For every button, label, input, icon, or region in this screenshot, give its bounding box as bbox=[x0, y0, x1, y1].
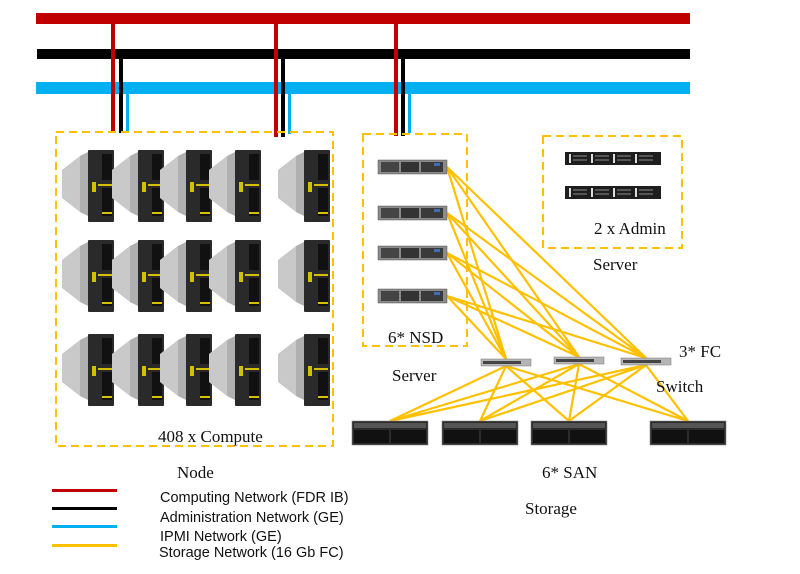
rack-server-icon bbox=[377, 205, 448, 221]
legend-swatch-ipmi bbox=[52, 525, 117, 528]
storage-link-nsd-switch bbox=[446, 212, 580, 358]
blade-server-icon bbox=[112, 334, 164, 406]
network-buses bbox=[36, 13, 690, 94]
admin-ipmi-drop bbox=[408, 94, 411, 133]
ipmi-bus bbox=[36, 82, 690, 94]
storage-link-nsd-switch bbox=[446, 252, 580, 358]
fc-switch-icon bbox=[480, 358, 532, 367]
rack-server-icon bbox=[377, 245, 448, 261]
blade-server-icon bbox=[278, 334, 330, 406]
storage-array-icon bbox=[351, 420, 429, 446]
admin-admin-drop bbox=[401, 59, 405, 136]
blade-server-icon bbox=[62, 334, 114, 406]
storage-link-switch-san bbox=[505, 364, 689, 423]
storage-link-nsd-switch bbox=[446, 252, 647, 359]
storage-link-nsd-switch bbox=[446, 295, 580, 358]
legend-label-ipmi: IPMI Network (GE) bbox=[160, 529, 282, 545]
rack-server-1u-icon bbox=[565, 152, 661, 165]
compute-group-border bbox=[55, 131, 334, 447]
compute-admin-drop bbox=[119, 59, 123, 133]
rack-server-1u-icon bbox=[565, 186, 661, 199]
blade-server-icon bbox=[209, 334, 261, 406]
storage-link-nsd-switch bbox=[446, 166, 647, 359]
blade-server-icon bbox=[278, 240, 330, 312]
san-group-sublabel: Storage bbox=[525, 499, 577, 518]
fc-switch-label: 3* FC bbox=[679, 342, 721, 361]
san-group-label: 6* SAN bbox=[542, 463, 597, 482]
storage-link-switch-san bbox=[479, 363, 580, 422]
legend-swatch-computing bbox=[52, 489, 117, 492]
storage-link-switch-san bbox=[578, 363, 689, 422]
legend-label-computing: Computing Network (FDR IB) bbox=[160, 490, 349, 506]
blade-server-icon bbox=[278, 150, 330, 222]
storage-link-switch-san bbox=[389, 363, 647, 423]
storage-link-nsd-switch bbox=[446, 294, 647, 360]
storage-link-switch-san bbox=[479, 365, 507, 422]
legend-label-storage: Storage Network (16 Gb FC) bbox=[159, 545, 344, 561]
blade-server-icon bbox=[209, 150, 261, 222]
blade-server-icon bbox=[160, 240, 212, 312]
blade-server-icon bbox=[62, 240, 114, 312]
blade-server-icon bbox=[62, 150, 114, 222]
storage-link-nsd-switch bbox=[445, 212, 508, 360]
storage-link-nsd-switch bbox=[446, 295, 507, 360]
san-arrays bbox=[351, 420, 727, 446]
admin-group-border bbox=[542, 135, 683, 249]
storage-link-switch-san bbox=[645, 364, 689, 422]
fc-switch-icon bbox=[553, 356, 605, 365]
blade-server-icon bbox=[209, 240, 261, 312]
fc-switch-sublabel: Switch bbox=[656, 377, 704, 396]
nsd-group-label: 6* NSD bbox=[388, 328, 443, 347]
storage-link-switch-san bbox=[479, 363, 647, 423]
legend-swatch-storage bbox=[52, 544, 117, 547]
compute-ipmi-drop bbox=[126, 94, 129, 133]
admin-servers bbox=[565, 152, 661, 199]
bus-drops bbox=[111, 24, 411, 137]
blade-server-icon bbox=[160, 150, 212, 222]
compute-computing-drop bbox=[111, 24, 115, 133]
legend-swatch-administration bbox=[52, 507, 117, 510]
admin-group-sublabel: Server bbox=[593, 255, 638, 274]
storage-links bbox=[389, 166, 689, 423]
storage-link-switch-san bbox=[389, 362, 580, 423]
nsd-ipmi-drop bbox=[288, 94, 291, 134]
storage-link-nsd-switch bbox=[446, 212, 647, 359]
legend-label-administration: Administration Network (GE) bbox=[160, 510, 344, 526]
storage-link-nsd-switch bbox=[445, 166, 508, 360]
storage-link-switch-san bbox=[389, 365, 507, 422]
nsd-admin-drop bbox=[281, 59, 285, 137]
nsd-group-sublabel: Server bbox=[392, 366, 437, 385]
storage-link-switch-san bbox=[505, 365, 570, 422]
compute-group-label: 408 x Compute bbox=[158, 427, 263, 446]
storage-array-icon bbox=[649, 420, 727, 446]
blade-server-icon bbox=[160, 334, 212, 406]
storage-link-switch-san bbox=[568, 364, 647, 422]
admin-group-label: 2 x Admin bbox=[594, 219, 666, 238]
admin-computing-drop bbox=[394, 24, 398, 136]
legend: Computing Network (FDR IB) Administratio… bbox=[52, 489, 349, 561]
fc-switches bbox=[480, 356, 672, 367]
computing-bus bbox=[36, 13, 690, 24]
nsd-computing-drop bbox=[274, 24, 278, 137]
rack-server-icon bbox=[377, 288, 448, 304]
nsd-servers bbox=[377, 159, 448, 304]
compute-group-sublabel: Node bbox=[177, 463, 214, 482]
rack-server-icon bbox=[377, 159, 448, 175]
storage-array-icon bbox=[530, 420, 608, 446]
fc-switch-icon bbox=[620, 357, 672, 366]
nsd-group-border bbox=[362, 133, 468, 347]
administration-bus bbox=[37, 49, 690, 59]
blade-server-icon bbox=[112, 150, 164, 222]
storage-array-icon bbox=[441, 420, 519, 446]
blade-server-icon bbox=[112, 240, 164, 312]
compute-nodes bbox=[62, 150, 330, 406]
storage-link-switch-san bbox=[567, 363, 581, 422]
